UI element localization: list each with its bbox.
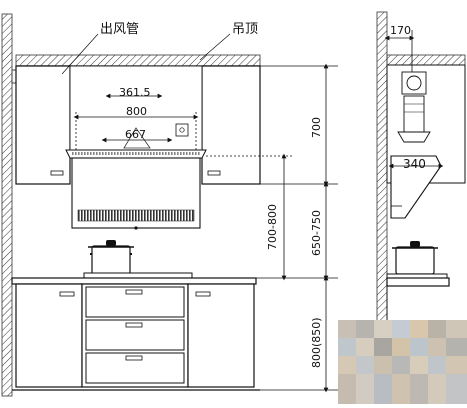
dim-hood-to-stove: 700-800: [266, 204, 279, 250]
dim-hood-width: 800: [126, 105, 147, 118]
dim-cabinet-height: 700: [310, 117, 323, 138]
upper-cabinet-left: [15, 65, 71, 185]
dim-stove-clearance: 650-750: [310, 210, 323, 256]
side-pot: [395, 246, 435, 275]
hood-vent-grill: [77, 209, 195, 222]
mosaic-watermark: [338, 320, 467, 404]
side-duct: [401, 71, 427, 95]
ceiling-slab: [15, 54, 261, 67]
side-view: [376, 11, 466, 398]
dim-pipe-width: 361.5: [119, 86, 151, 99]
pot: [91, 245, 131, 275]
front-view: [1, 13, 338, 397]
base-cabinet-left: [15, 283, 83, 388]
upper-cabinet-right: [201, 65, 261, 185]
gas-stove: [83, 272, 193, 279]
side-hood: [390, 155, 442, 219]
label-exhaust-pipe: 出风管: [100, 22, 140, 37]
countertop: [11, 277, 257, 285]
dim-hood-inner-width: 667: [125, 128, 146, 141]
side-ceiling: [386, 54, 466, 66]
dim-counter-height: 800(850): [310, 317, 323, 368]
base-cabinet-right: [187, 283, 255, 388]
dim-side-depth-top: 170: [390, 24, 411, 37]
power-socket: [175, 123, 189, 137]
label-ceiling: 吊顶: [232, 22, 259, 37]
dim-side-depth-hood: 340: [403, 157, 426, 171]
left-wall: [1, 13, 13, 397]
